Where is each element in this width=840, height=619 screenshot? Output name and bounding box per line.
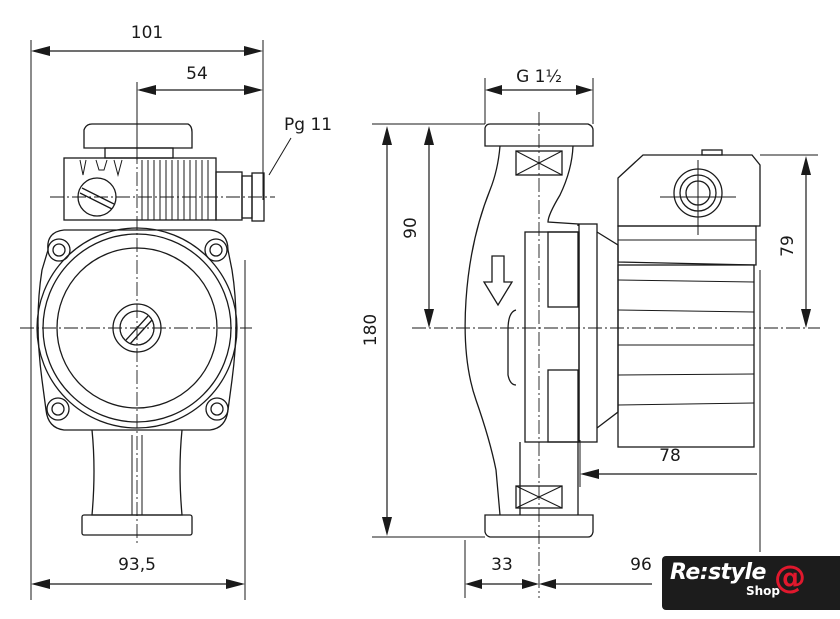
dim-label-180: 180 [361, 314, 381, 346]
arrow-head [580, 469, 599, 479]
leader-line [268, 137, 292, 176]
arrow-head [801, 156, 811, 175]
arrow-head [576, 85, 593, 95]
cart-at-icon: @ [774, 558, 806, 596]
arrow-head [226, 579, 245, 589]
bolt-holes [46, 238, 229, 421]
pump-housing-side [524, 231, 580, 443]
motor-flange [578, 223, 598, 443]
front-view: 101 54 Pg 11 [20, 23, 332, 600]
arrow-head [424, 309, 434, 328]
arrow-head [244, 46, 263, 56]
volute-outline-right [547, 145, 579, 226]
arrow-head [485, 85, 502, 95]
dim-label-thread: G 1½ [516, 67, 562, 87]
restyle-shop-logo: Re:style Shop @ [662, 556, 840, 610]
side-view: G 1½ 180 90 [361, 67, 820, 598]
cap-base [104, 147, 174, 159]
terminal-fins [79, 159, 209, 220]
screw-slot [81, 187, 115, 205]
arrow-head [244, 85, 263, 95]
logo-sub: Shop [746, 584, 781, 598]
arrow-head [465, 579, 482, 589]
bottom-pipe-flange [484, 514, 594, 538]
dim-label-54: 54 [186, 64, 208, 84]
arrow-head [137, 85, 156, 95]
arrow-head [31, 46, 50, 56]
dim-label-79: 79 [778, 235, 798, 257]
logo-brand: Re:style [670, 560, 766, 585]
motor-body [617, 264, 755, 448]
arrow-head [539, 579, 556, 589]
dim-label-101: 101 [131, 23, 163, 43]
arrow-head [382, 126, 392, 145]
arrow-head [31, 579, 50, 589]
dim-label-93-5: 93,5 [118, 555, 156, 575]
terminal-box [63, 157, 217, 221]
arrow-head [522, 579, 539, 589]
dim-label-96: 96 [630, 555, 652, 575]
arrow-head [801, 309, 811, 328]
dim-label-90: 90 [401, 217, 421, 239]
flow-direction-arrow-icon [482, 255, 514, 307]
terminal-cap [83, 123, 193, 149]
dim-label-33: 33 [491, 555, 513, 575]
volute-outline-left [464, 145, 501, 516]
top-pipe-flange [484, 123, 594, 147]
dim-label-78: 78 [659, 446, 681, 466]
arrow-head [424, 126, 434, 145]
arrow-head [382, 517, 392, 536]
label-pg11: Pg 11 [284, 115, 332, 135]
gland-body [215, 171, 243, 221]
